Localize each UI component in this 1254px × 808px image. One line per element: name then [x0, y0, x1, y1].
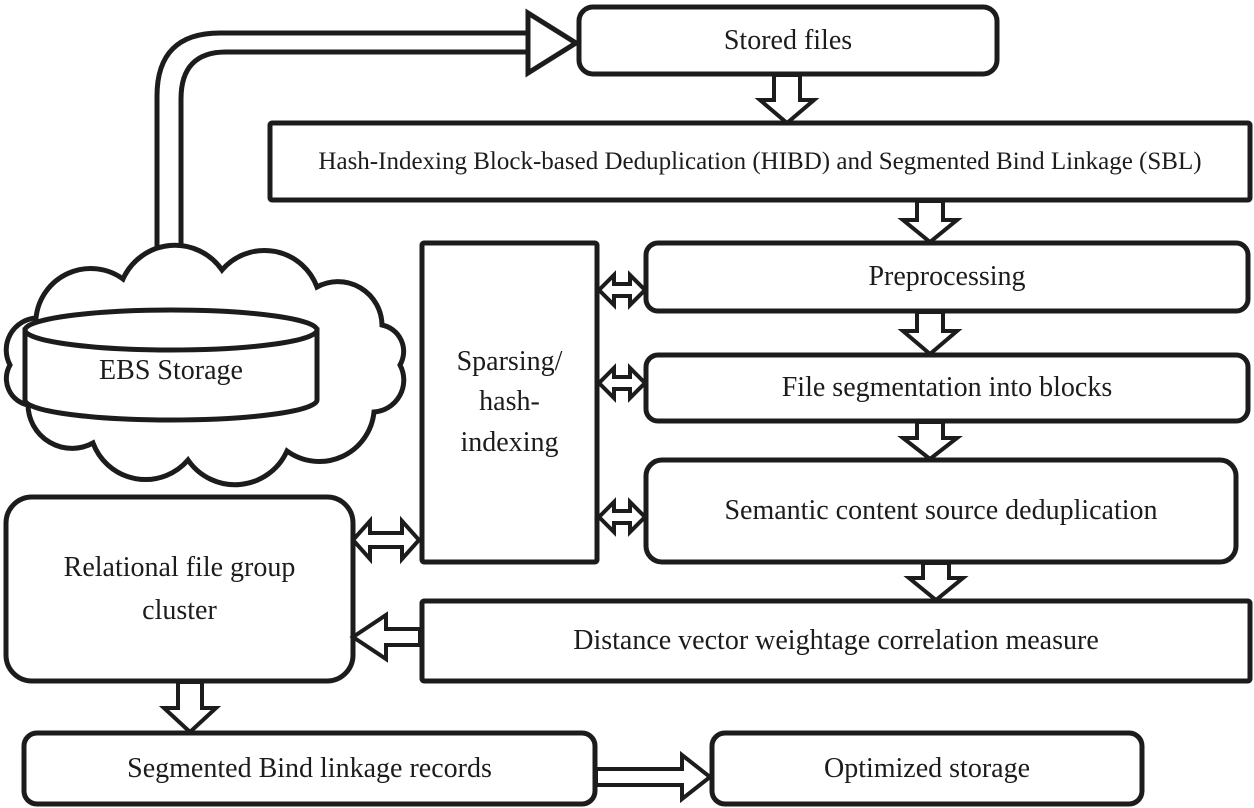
node-semantic-dedup — [643, 457, 1239, 565]
database-cylinder-body — [22, 327, 320, 423]
arrow-hibd-to-preprocessing — [897, 199, 963, 245]
arrow-segmentation-to-semantic — [897, 420, 963, 462]
node-sparsing — [419, 240, 600, 565]
arrow-stored-to-hibd — [754, 73, 820, 126]
arrow-preprocessing-to-segmentation — [897, 310, 963, 357]
node-preprocessing — [643, 240, 1251, 314]
arrow-semantic-to-distance — [903, 561, 969, 603]
arrow-records-to-optimized — [594, 750, 714, 804]
arrow-distance-to-cluster — [349, 611, 422, 663]
arrow-cluster-sparsing-double — [350, 515, 422, 565]
node-segmented-records — [21, 730, 598, 807]
node-stored-files — [576, 4, 1000, 77]
node-hibd-sbl — [267, 120, 1253, 203]
database-cylinder-top — [22, 307, 320, 353]
node-optimized-storage — [709, 730, 1145, 807]
arrow-ebs-to-stored-head — [525, 8, 581, 78]
node-cluster — [3, 494, 356, 684]
arrow-sparsing-preprocessing-double — [596, 270, 648, 310]
arrow-sparsing-segmentation-double — [596, 363, 648, 403]
node-distance-measure — [419, 598, 1253, 684]
arrow-ebs-to-stored-inner — [178, 49, 529, 282]
node-file-segmentation — [643, 352, 1251, 424]
arrow-cluster-to-records — [158, 680, 222, 735]
arrow-sparsing-semantic-double — [596, 497, 648, 537]
arrow-ebs-to-stored-outer — [154, 30, 529, 282]
